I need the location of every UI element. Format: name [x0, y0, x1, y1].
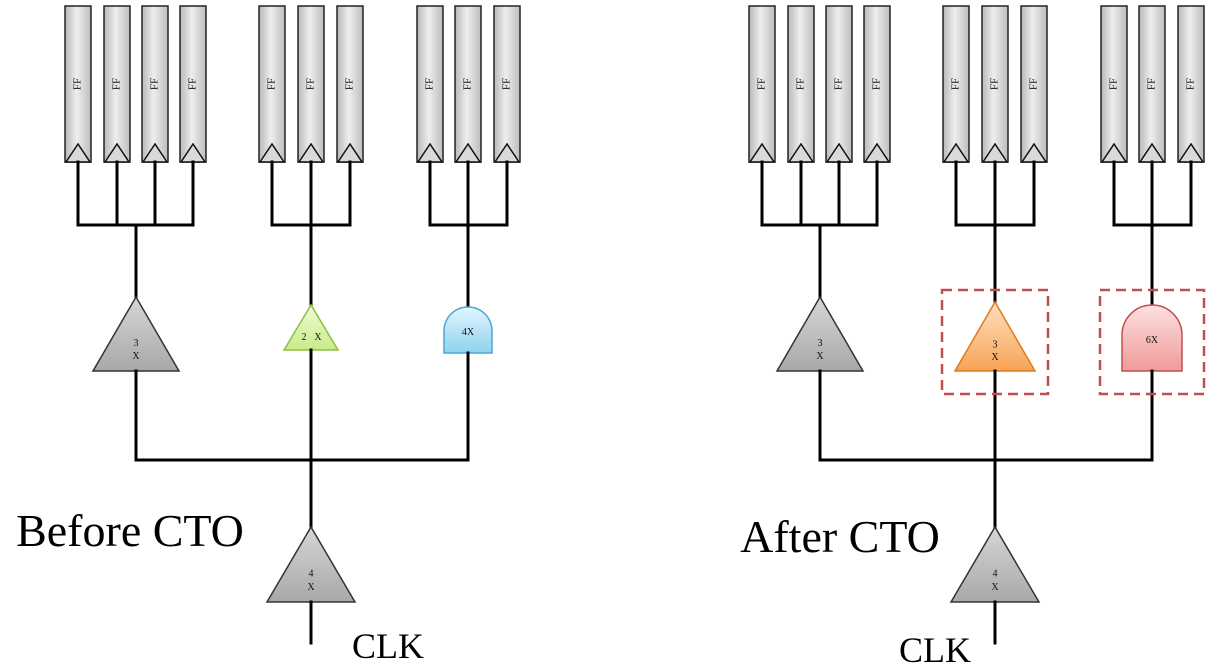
- flip-flop-label: FF: [795, 78, 807, 90]
- before-cto-title: Before CTO: [16, 505, 244, 556]
- flip-flop: FF: [258, 5, 286, 163]
- flip-flop-body: [416, 5, 444, 163]
- flip-flop: FF: [416, 5, 444, 163]
- flip-flop-label: FF: [72, 78, 84, 90]
- flip-flop-body: [493, 5, 521, 163]
- flip-flop: FF: [1100, 5, 1128, 163]
- flip-flop-label: FF: [1028, 78, 1040, 90]
- flip-flop-label: FF: [1108, 78, 1120, 90]
- buffer-size-label: 6X: [1146, 335, 1159, 346]
- and-gate-buffer: 6X: [1121, 304, 1183, 372]
- flip-flop-body: [258, 5, 286, 163]
- flip-flop-body: [103, 5, 131, 163]
- flip-flop-label: FF: [501, 78, 513, 90]
- flip-flop-label: FF: [950, 78, 962, 90]
- buffer-size-label: X: [991, 582, 999, 593]
- flip-flop: FF: [64, 5, 92, 163]
- buffer-size-label: 3: [134, 338, 139, 349]
- flip-flop: FF: [179, 5, 207, 163]
- flip-flop-group: FF FF FF 3X: [940, 5, 1050, 462]
- flip-flop: FF: [748, 5, 776, 163]
- buffer-triangle: 4X: [265, 525, 357, 603]
- flip-flop-body: [454, 5, 482, 163]
- buffer-size-label: 4: [993, 569, 998, 580]
- flip-flop-group: FF FF FF 6X: [1098, 5, 1206, 462]
- clk-label: CLK: [899, 630, 971, 669]
- buffer-size-label: X: [314, 332, 322, 343]
- flip-flop-body: [942, 5, 970, 163]
- flip-flop: FF: [825, 5, 853, 163]
- flip-flop: FF: [141, 5, 169, 163]
- flip-flop-body: [336, 5, 364, 163]
- buffer-size-label: X: [307, 582, 315, 593]
- flip-flop: FF: [863, 5, 891, 163]
- flip-flop: FF: [103, 5, 131, 163]
- flip-flop-body: [64, 5, 92, 163]
- flip-flop: FF: [454, 5, 482, 163]
- gate-body: [1121, 304, 1183, 372]
- buffer-triangle: 3X: [91, 295, 181, 372]
- flip-flop-group: FF FF FF 4X: [416, 5, 521, 462]
- flip-flop-label: FF: [111, 78, 123, 90]
- flip-flop-body: [787, 5, 815, 163]
- flip-flop: FF: [297, 5, 325, 163]
- buffer-size-label: X: [816, 351, 824, 362]
- optimized-buffer-highlight: [940, 288, 1050, 396]
- flip-flop: FF: [787, 5, 815, 163]
- flip-flop-body: [1177, 5, 1205, 163]
- gate-body: [443, 306, 493, 354]
- buffer-size-label: X: [991, 352, 999, 363]
- flip-flop-label: FF: [1146, 78, 1158, 90]
- buffer-size-label: 4X: [462, 327, 475, 338]
- flip-flop: FF: [1020, 5, 1048, 163]
- flip-flop-label: FF: [989, 78, 1001, 90]
- flip-flop-label: FF: [462, 78, 474, 90]
- buffer-size-label: X: [132, 351, 140, 362]
- buffer-triangle: 3X: [775, 295, 865, 372]
- flip-flop-label: FF: [424, 78, 436, 90]
- flip-flop: FF: [1138, 5, 1166, 163]
- flip-flop-label: FF: [266, 78, 278, 90]
- buffer-size-label: 3: [993, 340, 998, 351]
- flip-flop-body: [141, 5, 169, 163]
- flip-flop: FF: [1177, 5, 1205, 163]
- optimized-buffer-highlight: [1098, 288, 1206, 396]
- buffer-triangle: 3X: [953, 300, 1037, 372]
- flip-flop: FF: [493, 5, 521, 163]
- flip-flop-label: FF: [1185, 78, 1197, 90]
- clk-label: CLK: [352, 626, 424, 666]
- flip-flop-label: FF: [149, 78, 161, 90]
- buffer-size-label: 3: [818, 338, 823, 349]
- flip-flop: FF: [336, 5, 364, 163]
- buffer-triangle: 4X: [949, 525, 1041, 603]
- flip-flop: FF: [942, 5, 970, 163]
- buffer-body: [282, 303, 340, 351]
- flip-flop-body: [981, 5, 1009, 163]
- flip-flop-label: FF: [871, 78, 883, 90]
- flip-flop-label: FF: [344, 78, 356, 90]
- flip-flop-label: FF: [305, 78, 317, 90]
- buffer-size-label: 4: [309, 569, 314, 580]
- and-gate-buffer: 4X: [443, 306, 493, 354]
- after-cto-title: After CTO: [740, 511, 940, 562]
- buffer-size-label: 2: [302, 332, 307, 343]
- flip-flop-label: FF: [756, 78, 768, 90]
- flip-flop-body: [1138, 5, 1166, 163]
- flip-flop-label: FF: [833, 78, 845, 90]
- flip-flop-label: FF: [187, 78, 199, 90]
- flip-flop: FF: [981, 5, 1009, 163]
